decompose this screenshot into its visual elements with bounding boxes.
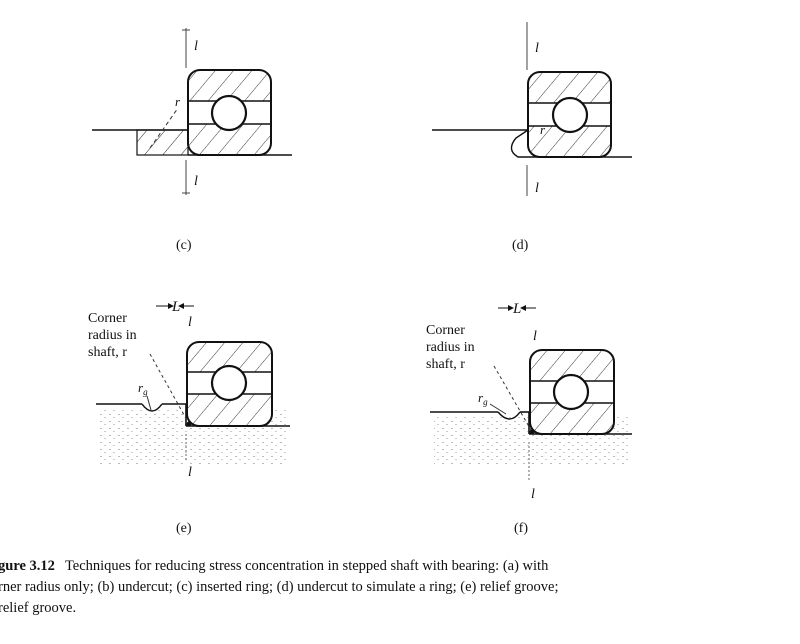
caption-line-2: rner radius only; (b) undercut; (c) inse… [0,579,559,595]
corner-note-e-3: shaft, r [88,345,127,360]
panel-tag-f: (f) [514,521,528,536]
groove-label-f: rg [478,390,488,407]
panel-tag-c: (c) [176,238,192,253]
panel-c: r l l (c) [92,28,292,253]
corner-note-e-2: radius in [88,328,137,343]
dim-label-e: L [171,299,180,315]
bearing-ball [210,94,248,132]
bearing-ball-d [551,96,589,134]
radius-label-c: r [175,94,181,109]
panel-tag-d: (d) [512,238,529,253]
dim-label-f: L [512,301,521,317]
line-label-bottom-d: l [535,181,539,196]
bearing-ball-f [552,373,590,411]
panel-tag-e: (e) [176,521,192,536]
line-label-top-c: l [194,39,198,54]
relief-groove-f [497,411,521,420]
groove-label-e: rg [138,380,148,397]
radius-label-d: r [540,122,546,137]
panel-d: r l l (d) [432,22,632,253]
figure-number: gure 3.12 [0,558,55,574]
line-label-top-d: l [535,41,539,56]
bearing-ball-e [210,364,248,402]
undercut [510,129,529,158]
corner-note-f-2: radius in [426,340,475,355]
line-label-top-e: l [188,315,192,330]
caption-line-3: relief groove. [0,600,77,616]
figure-diagram: r l l (c) r l l (d) [88,22,632,536]
corner-note-e-1: Corner [88,311,127,326]
inserted-ring [136,129,189,156]
line-label-bottom-e: l [188,465,192,480]
line-label-top-f: l [533,329,537,344]
panel-e: L l l Corner radius in shaft, r rg (e) [88,299,290,536]
panel-f: L l l Corner radius in shaft, r rg (f) [426,301,632,536]
corner-note-f-3: shaft, r [426,357,465,372]
line-label-bottom-c: l [194,174,198,189]
corner-note-f-1: Corner [426,323,465,338]
line-label-bottom-f: l [531,487,535,502]
relief-groove-e [141,403,163,412]
